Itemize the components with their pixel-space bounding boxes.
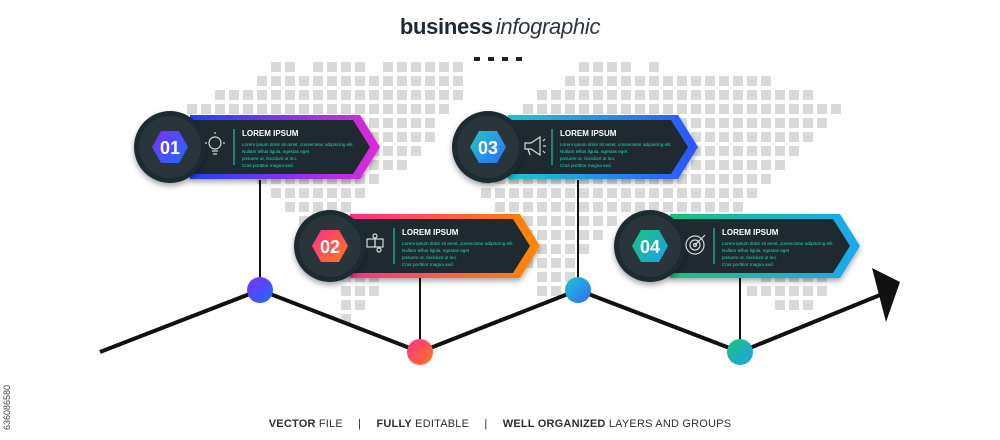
world-map-background [187, 62, 841, 324]
step-body-01-line-2: Nullam tellus ligula, egestas eget [242, 149, 310, 154]
step-title-01: LOREM IPSUM [242, 129, 299, 138]
target-icon [685, 234, 706, 255]
step-body-04-line-3: posuere ut, tincidunt ut leo. [722, 255, 777, 260]
step-number-03: 03 [478, 138, 498, 158]
footer-separator-2: | [484, 418, 488, 430]
step-title-03: LOREM IPSUM [560, 129, 617, 138]
title-bold: business [399, 14, 493, 39]
title-underline-dots [474, 48, 530, 61]
lightbulb-icon [205, 132, 225, 155]
title-light: infographic [495, 14, 601, 39]
megaphone-icon [524, 135, 546, 157]
step-card-03: 03 LOREM IPSUM Lorem ipsum dolor sit ame… [452, 111, 698, 183]
footer-vector-rest: FILE [315, 418, 343, 430]
puzzle-icon [366, 233, 384, 253]
step-body-02-line-1: Lorem ipsum dolor sit amet, consectetur … [402, 241, 514, 246]
arrow-head-icon [872, 268, 900, 322]
step-body-01-line-3: posuere ut, tincidunt ut leo. [242, 156, 297, 161]
footer-editable-bold: FULLY [376, 418, 412, 430]
step-number-04: 04 [640, 237, 660, 257]
footer-organized-bold: WELL ORGANIZED [502, 418, 606, 430]
footer-editable-rest: EDITABLE [411, 418, 470, 430]
step-number-01: 01 [160, 138, 180, 158]
step-title-02: LOREM IPSUM [402, 228, 459, 237]
step-body-03-line-1: Lorem ipsum dolor sit amet, consectetur … [560, 142, 672, 147]
stock-id: 636086580 [2, 384, 12, 430]
timeline-node-01 [247, 277, 273, 303]
timeline-node-04 [727, 339, 753, 365]
timeline-node-02 [407, 339, 433, 365]
step-number-02: 02 [320, 237, 340, 257]
step-body-02-line-3: posuere ut, tincidunt ut leo. [402, 255, 457, 260]
step-body-04-line-1: Lorem ipsum dolor sit amet, consectetur … [722, 241, 834, 246]
footer-features: VECTOR FILE | FULLY EDITABLE | WELL ORGA… [0, 418, 1000, 430]
step-body-01-line-1: Lorem ipsum dolor sit amet, consectetur … [242, 142, 354, 147]
step-title-04: LOREM IPSUM [722, 228, 779, 237]
step-body-02-line-4: Cras porttitor magna sed. [402, 262, 454, 267]
timeline [99, 180, 900, 365]
step-body-02-line-2: Nullam tellus ligula, egestas eget [402, 248, 470, 253]
step-card-04: 04 LOREM IPSUM Lorem ipsum dolor sit ame… [614, 210, 860, 282]
step-body-01-line-4: Cras porttitor magna sed. [242, 163, 294, 168]
step-card-02: 02 LOREM IPSUM Lorem ipsum dolor sit ame… [294, 210, 540, 282]
step-card-01: 01 LOREM IPSUM Lorem ipsum dolor sit ame… [134, 111, 380, 183]
step-body-03-line-3: posuere ut, tincidunt ut leo. [560, 156, 615, 161]
step-body-04-line-4: Cras porttitor magna sed. [722, 262, 774, 267]
step-body-04-line-2: Nullam tellus ligula, egestas eget [722, 248, 790, 253]
step-body-03-line-2: Nullam tellus ligula, egestas eget [560, 149, 628, 154]
footer-vector-bold: VECTOR [268, 418, 316, 430]
footer-separator-1: | [358, 418, 362, 430]
footer-organized-rest: LAYERS AND GROUPS [605, 418, 732, 430]
step-body-03-line-4: Cras porttitor magna sed. [560, 163, 612, 168]
timeline-node-03 [565, 277, 591, 303]
